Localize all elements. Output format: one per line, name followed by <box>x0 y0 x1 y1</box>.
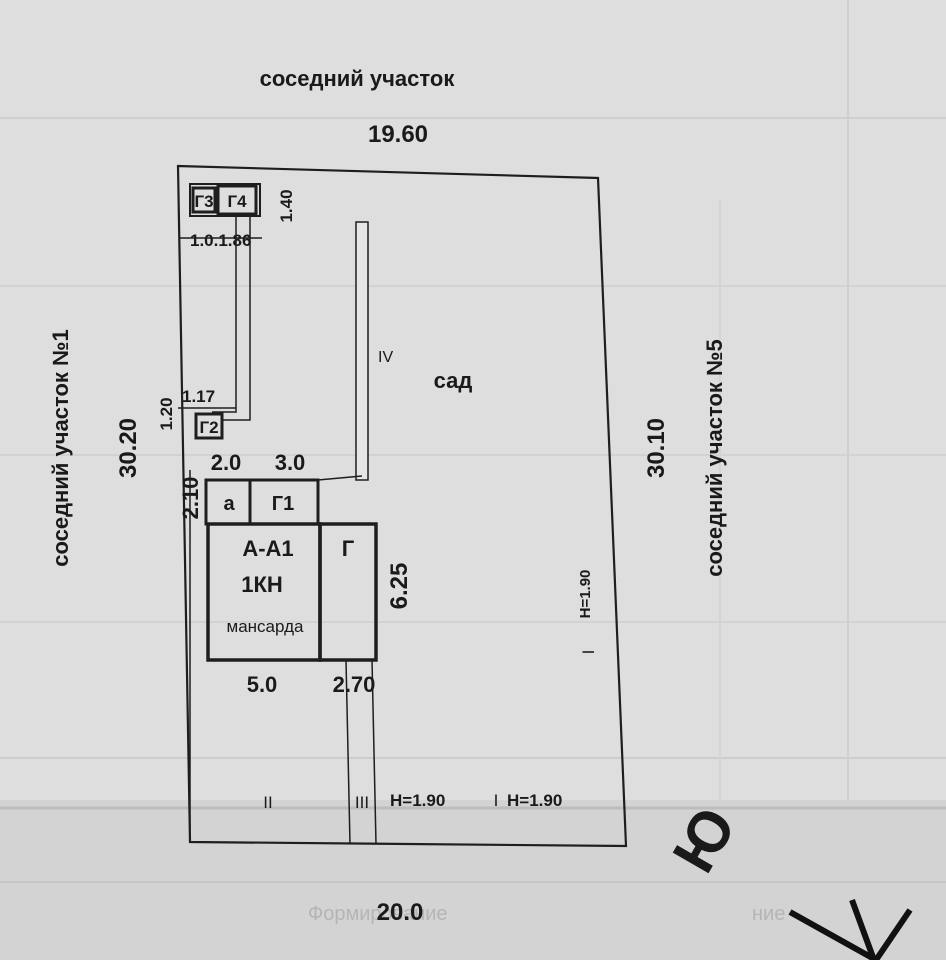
fence-strip-right <box>371 659 377 845</box>
garage-width: 2.70 <box>333 672 376 697</box>
utility-line <box>212 216 237 413</box>
fence-i-bottom-height: H=1.90 <box>507 791 562 810</box>
annex-g1-label: Г1 <box>272 493 294 515</box>
garden-label: сад <box>434 368 473 393</box>
annex-connector <box>317 475 363 481</box>
right-dimension: 30.10 <box>643 418 670 478</box>
main-house-floors: 1КН <box>241 572 283 597</box>
fence-i-right-label: I <box>579 650 598 655</box>
garage <box>318 522 378 662</box>
main-house-label: А-А1 <box>242 536 293 561</box>
g3g4-width-dimension: 1.0.1.86 <box>190 231 251 250</box>
footer-fragment-right: ние <box>752 903 785 925</box>
fence-iii-label: III <box>355 793 369 812</box>
house-width: 5.0 <box>247 672 278 697</box>
fence-iv-label: IV <box>378 349 393 366</box>
right-neighbor-label: соседний участок №5 <box>702 339 727 577</box>
g2-offset-x: 1.17 <box>182 387 215 406</box>
bottom-dimension: 20.0 <box>377 899 424 926</box>
utility-line-2 <box>222 216 251 421</box>
house-depth: 6.25 <box>386 563 413 610</box>
compass-arrow <box>788 898 913 960</box>
plot-boundary <box>176 164 628 848</box>
outbuilding-g3-g4: Г3 Г4 <box>189 183 261 217</box>
garage-label: Г <box>342 536 355 561</box>
fence-iv <box>355 221 369 481</box>
fence-i-right-height: H=1.90 <box>577 570 594 619</box>
main-house-attic: мансарда <box>227 617 304 636</box>
g4-label: Г4 <box>227 192 247 211</box>
top-neighbor-label: соседний участок <box>260 66 456 91</box>
left-dimension: 30.20 <box>115 418 142 478</box>
g3-label: Г3 <box>194 192 213 211</box>
g2-label: Г2 <box>199 418 218 437</box>
g2-offset-y: 1.20 <box>157 397 176 430</box>
g3g4-height-dimension: 1.40 <box>277 189 296 222</box>
annex-g1-width: 3.0 <box>275 450 306 475</box>
footer-fragment-left: Формирование <box>308 903 447 925</box>
fence-ii-label: II <box>263 793 272 812</box>
top-dimension: 19.60 <box>368 121 428 148</box>
left-neighbor-label: соседний участок №1 <box>48 329 73 567</box>
fence-strip-left <box>345 659 351 845</box>
fence-i-bottom-label: I <box>494 791 499 810</box>
annex-a-label: а <box>223 493 235 515</box>
annex-a-width: 2.0 <box>211 450 242 475</box>
fence-iii-height: H=1.90 <box>390 791 445 810</box>
outbuilding-g2 <box>194 412 224 440</box>
